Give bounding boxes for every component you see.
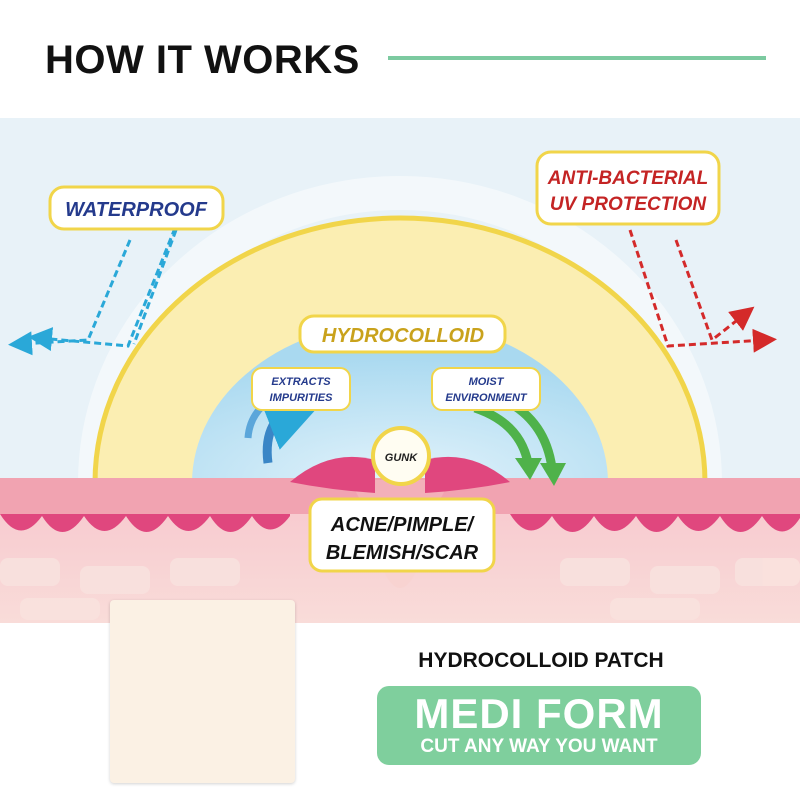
brand-badge: MEDI FORM CUT ANY WAY YOU WANT bbox=[377, 686, 701, 765]
gunk-label: GUNK bbox=[385, 452, 418, 464]
skin-cell bbox=[0, 558, 60, 586]
skin-cell bbox=[650, 566, 720, 594]
acne-label: ACNE/PIMPLE/ bbox=[330, 514, 476, 536]
extracts-label-box bbox=[251, 367, 351, 411]
extracts-label: EXTRACTS bbox=[271, 376, 331, 388]
antibacterial-arrow bbox=[674, 239, 755, 343]
hydrocolloid-label-box bbox=[298, 314, 507, 354]
skin-cell bbox=[170, 558, 240, 586]
skin-cell bbox=[20, 598, 100, 620]
skin-cell bbox=[610, 598, 700, 620]
impurities-label: IMPURITIES bbox=[270, 392, 334, 404]
moist-arrowhead bbox=[515, 458, 542, 480]
moist-label-box bbox=[431, 367, 541, 411]
hydrocolloid-diagram: WATERPROOF ANTI-BACTERIAL UV PROTECTION … bbox=[0, 118, 800, 623]
patch-label: HYDROCOLLOID PATCH bbox=[418, 649, 664, 672]
waterproof-arrow bbox=[28, 227, 177, 352]
waterproof-arrow bbox=[132, 229, 178, 345]
blemish-label: BLEMISH/SCAR bbox=[326, 542, 479, 564]
skin-wave bbox=[510, 514, 800, 532]
title-divider bbox=[388, 56, 766, 60]
hydrocolloid-label: HYDROCOLLOID bbox=[322, 325, 484, 347]
waterproof-arrow bbox=[8, 239, 132, 356]
waterproof-label-box bbox=[48, 185, 225, 231]
brand-name: MEDI FORM bbox=[414, 690, 664, 737]
skin-cell bbox=[560, 558, 630, 586]
antibacterial-arrow bbox=[628, 229, 777, 353]
skin-wave bbox=[0, 514, 290, 532]
acne-label-box bbox=[308, 497, 496, 573]
acne-bump-right bbox=[425, 456, 510, 493]
page-title: HOW IT WORKS bbox=[45, 38, 360, 82]
brand-tagline: CUT ANY WAY YOU WANT bbox=[420, 736, 658, 757]
skin-cell bbox=[735, 558, 800, 586]
environment-label: ENVIRONMENT bbox=[445, 392, 528, 404]
hydrocolloid-patch-image bbox=[110, 600, 295, 783]
antibacterial-label-box bbox=[535, 150, 721, 226]
gunk-circle bbox=[371, 426, 431, 486]
moist-arrowhead bbox=[540, 463, 566, 486]
uv-protection-label: UV PROTECTION bbox=[550, 194, 708, 215]
acne-bump-left bbox=[290, 456, 375, 493]
moist-label: MOIST bbox=[469, 376, 505, 388]
antibacterial-label: ANTI-BACTERIAL bbox=[547, 168, 708, 189]
skin-cell bbox=[80, 566, 150, 594]
waterproof-label: WATERPROOF bbox=[65, 199, 208, 221]
moist-arrow bbox=[473, 403, 533, 465]
